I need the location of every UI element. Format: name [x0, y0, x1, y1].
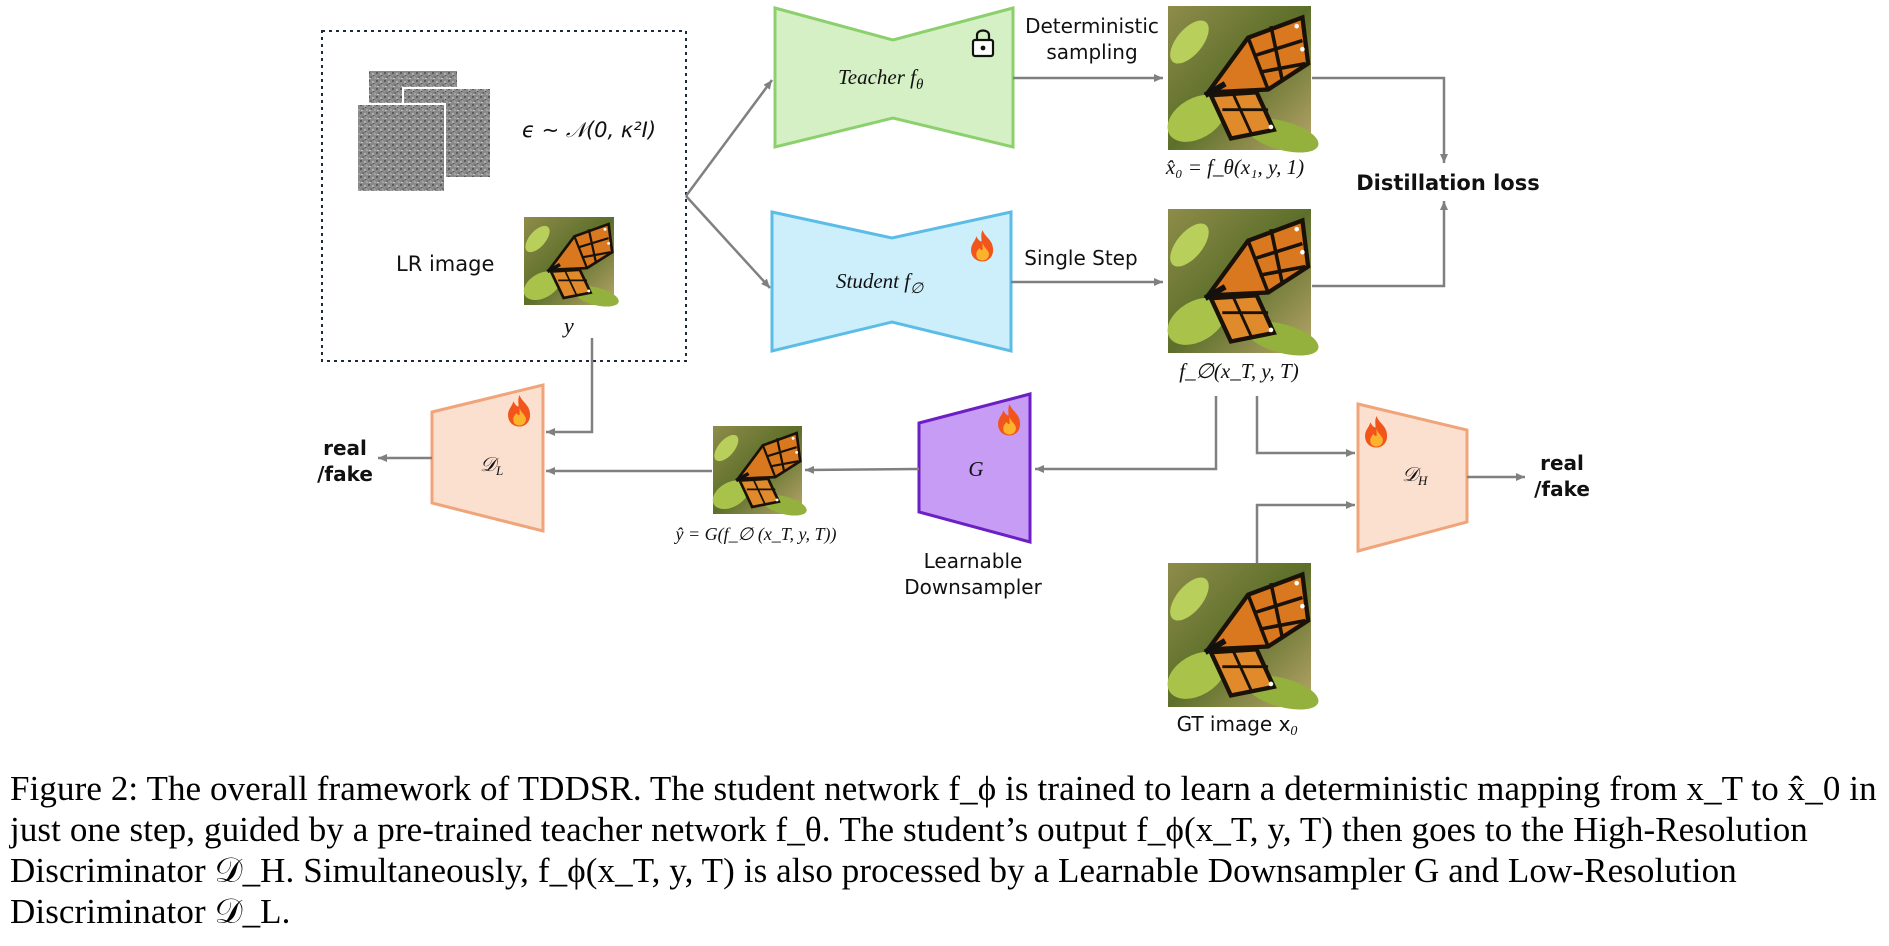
- teacher-network: [773, 6, 1015, 149]
- dh-label: 𝒟H: [1402, 464, 1428, 488]
- single-step-label: Single Step: [1024, 246, 1137, 270]
- deterministic-label-2: sampling: [1046, 40, 1137, 64]
- noise-square-front: [356, 103, 446, 193]
- dh-real-label: real: [1540, 451, 1584, 475]
- student-network: [770, 210, 1013, 353]
- epsilon-label: ϵ ∼ 𝒩(0, κ²I): [522, 118, 656, 142]
- dl-fake-label: /fake: [317, 462, 373, 486]
- learnable-label-1: Learnable: [924, 549, 1023, 573]
- lr-image-label: LR image: [396, 252, 494, 276]
- dl-real-label: real: [323, 436, 367, 460]
- distillation-loss-label: Distillation loss: [1356, 171, 1539, 195]
- learnable-label-2: Downsampler: [904, 575, 1042, 599]
- x0hat-label: x̂₀ = f_θ(x₁, y, 1): [1165, 155, 1304, 179]
- downsampled-image: [705, 424, 811, 522]
- fphi-label: f_∅(x_T, y, T): [1179, 359, 1298, 383]
- lock-icon: [971, 29, 995, 58]
- gt-image: [1159, 563, 1322, 716]
- y-label: y: [562, 313, 574, 338]
- teacher-output-image: [1159, 6, 1322, 159]
- dl-label: 𝒟L: [480, 454, 503, 478]
- dh-fake-label: /fake: [1534, 477, 1590, 501]
- framework-diagram: ϵ ∼ 𝒩(0, κ²I) LR image y Teacher fθ Stud…: [317, 0, 1590, 739]
- deterministic-label-1: Deterministic: [1025, 14, 1159, 38]
- lr-image: [516, 215, 623, 313]
- figure-caption: Figure 2: The overall framework of TDDSR…: [10, 769, 1877, 931]
- teacher-label: Teacher fθ: [838, 65, 924, 93]
- student-output-image: [1159, 209, 1322, 362]
- student-label: Student f∅: [836, 269, 924, 297]
- yhat-label: ŷ = G(f_∅ (x_T, y, T)): [674, 524, 837, 545]
- gt-label: GT image x0: [1177, 712, 1298, 739]
- g-label: G: [968, 457, 983, 481]
- input-box: [321, 30, 687, 362]
